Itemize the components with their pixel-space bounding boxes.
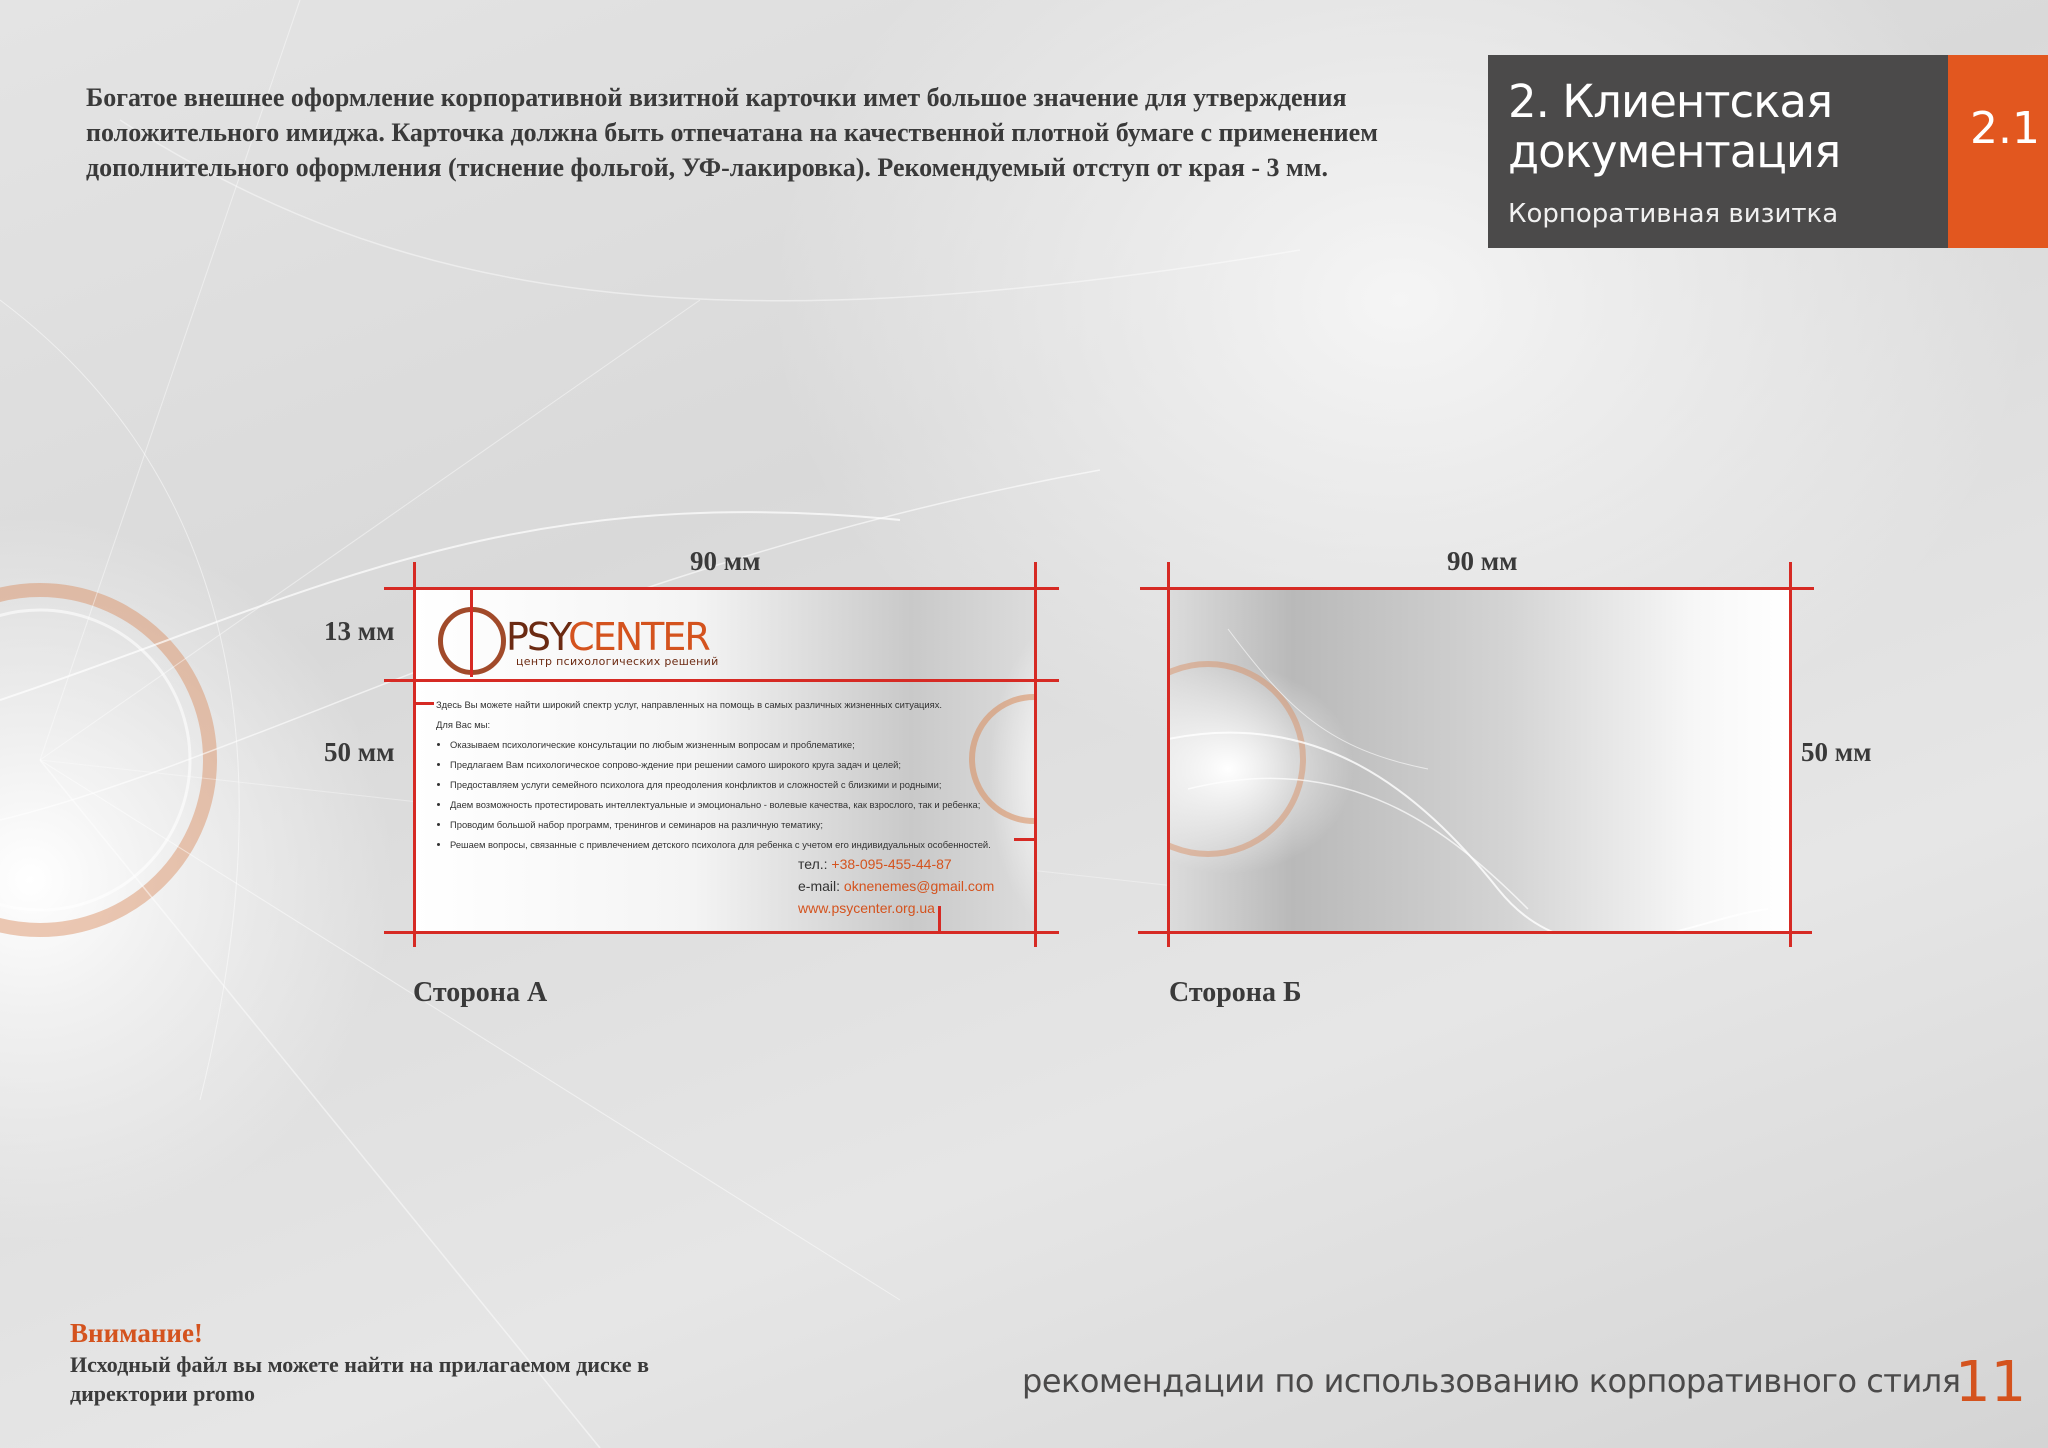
attention-title: Внимание! (70, 1318, 203, 1348)
guide-line (1167, 562, 1170, 947)
guide-line (384, 931, 1059, 934)
section-number: 2.1 (1970, 103, 2040, 154)
psycenter-logo: PSYCENTER (506, 615, 711, 659)
guide-line (1789, 562, 1792, 947)
list-item: Предлагаем Вам психологическое сопрово-ж… (450, 755, 1026, 775)
guide-line (384, 587, 1059, 590)
website-value: www.psycenter.org.ua (798, 900, 935, 916)
services-list: Оказываем психологические консультации п… (436, 735, 1026, 855)
business-card-side-b (1168, 589, 1789, 932)
guide-line (470, 587, 473, 677)
guide-line (384, 679, 1059, 682)
card-glow (974, 589, 1035, 932)
card-intro: Здесь Вы можете найти широкий спектр усл… (436, 699, 943, 710)
footer-caption: рекомендации по использованию корпоратив… (1022, 1362, 1961, 1400)
guide-line (413, 562, 416, 947)
list-item: Оказываем психологические консультации п… (450, 735, 1026, 755)
card-b-swirls (1168, 628, 1769, 932)
email-label: e-mail: (798, 878, 841, 894)
side-a-width-label: 90 мм (690, 546, 761, 576)
list-item: Проводим большой набор программ, тренинг… (450, 815, 1026, 835)
side-b-height-label: 50 мм (1801, 737, 1872, 767)
list-item: Предоставляем услуги семейного психолога… (450, 775, 1026, 795)
phone-value: +38-095-455-44-87 (831, 856, 952, 872)
side-a-body-height-label: 50 мм (324, 737, 395, 767)
guide-line (414, 702, 434, 705)
page-number: 11 (1955, 1350, 2027, 1415)
section-number-box: 2.1 (1948, 55, 2048, 248)
card-contacts: тел.: +38-095-455-44-87 e-mail: okneneme… (798, 853, 994, 919)
card-for-you: Для Вас мы: (436, 719, 491, 730)
side-a-caption: Сторона А (413, 977, 548, 1008)
logo-center: CENTER (568, 615, 711, 659)
logo-psy: PSY (506, 615, 570, 659)
business-card-side-a: PSYCENTER центр психологических решений … (414, 589, 1035, 932)
intro-text: Богатое внешнее оформление корпоративной… (86, 83, 1378, 182)
source-note: Исходный файл вы можете найти на прилага… (70, 1352, 650, 1406)
list-item: Даем возможность протестировать интеллек… (450, 795, 1026, 815)
logo-tagline: центр психологических решений (516, 655, 719, 668)
section-title: 2. Клиентская документация (1508, 75, 1841, 178)
side-b-width-label: 90 мм (1447, 546, 1518, 576)
side-a-header-height-label: 13 мм (324, 616, 395, 646)
guide-line (1140, 587, 1814, 590)
guide-line (1034, 562, 1037, 947)
side-b-caption: Сторона Б (1169, 977, 1302, 1008)
guide-line (938, 906, 941, 931)
email-value: oknenemes@gmail.com (843, 878, 995, 894)
guide-line (1014, 838, 1034, 841)
section-subtitle: Корпоративная визитка (1508, 199, 1839, 229)
section-header: 2. Клиентская документация Корпоративная… (1488, 55, 1948, 248)
list-item: Решаем вопросы, связанные с привлечением… (450, 835, 1026, 855)
phone-label: тел.: (798, 856, 828, 872)
guide-line (1138, 931, 1812, 934)
card-body: Здесь Вы можете найти широкий спектр усл… (436, 695, 1026, 855)
